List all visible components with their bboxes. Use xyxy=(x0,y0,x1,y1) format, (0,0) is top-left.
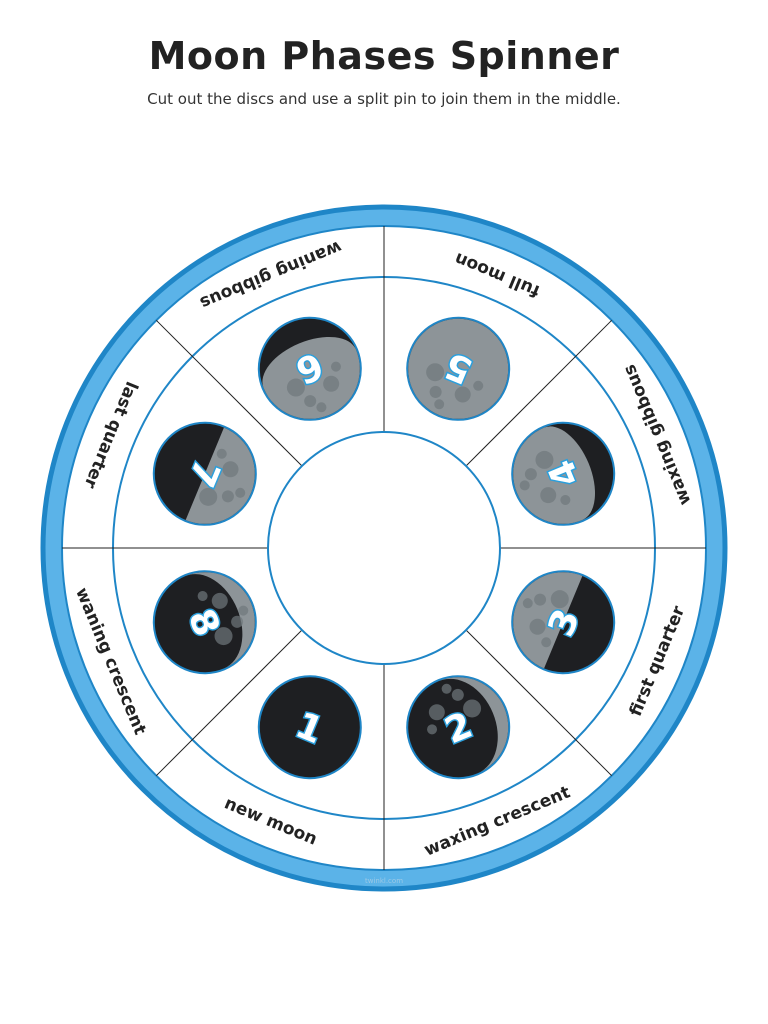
moon-crater xyxy=(540,487,557,504)
moon-crater xyxy=(451,688,464,701)
moon-crater xyxy=(550,590,569,609)
moon-crater xyxy=(286,378,305,397)
moon-crater xyxy=(529,618,546,635)
moon-crater xyxy=(211,592,228,609)
moon-crater xyxy=(231,615,244,628)
moon-lit-area xyxy=(262,336,360,419)
moon-crater xyxy=(473,380,484,391)
moon-crater xyxy=(519,480,530,491)
moon-crater xyxy=(541,637,552,648)
moon-crater xyxy=(441,683,452,694)
moon-crater xyxy=(238,605,249,616)
moon-crater xyxy=(429,385,442,398)
moon-crater xyxy=(214,627,233,646)
moon-disc xyxy=(406,675,511,780)
moon-disc xyxy=(257,675,362,780)
moon-crater xyxy=(235,487,246,498)
moon-crater xyxy=(323,375,340,392)
moon-crater xyxy=(524,468,537,481)
moon-crater xyxy=(316,402,327,413)
moon-lit-area xyxy=(185,572,255,669)
moon-lit-area xyxy=(513,426,596,524)
moon-phase-1: 1 xyxy=(257,675,362,780)
page-subtitle: Cut out the discs and use a split pin to… xyxy=(147,90,621,108)
moon-crater xyxy=(426,363,445,382)
moon-crater xyxy=(534,593,547,606)
moon-crater xyxy=(560,494,571,505)
moon-phase-2: 2 xyxy=(406,675,511,780)
moon-phase-4: 4 xyxy=(511,421,616,526)
moon-crater xyxy=(454,386,471,403)
moon-crater xyxy=(522,598,533,609)
brand-mark: twinkl.com xyxy=(365,877,403,885)
moon-crater xyxy=(216,448,227,459)
moon-crater xyxy=(463,699,482,718)
page-title: Moon Phases Spinner xyxy=(148,34,620,78)
moon-lit-area xyxy=(439,677,509,774)
moon-crater xyxy=(221,490,234,503)
moon-phase-3: 3 xyxy=(511,570,616,675)
moon-crater xyxy=(535,450,554,469)
moon-crater xyxy=(427,724,438,735)
moon-crater xyxy=(222,461,239,478)
moon-phase-7: 7 xyxy=(152,421,257,526)
moon-crater xyxy=(428,704,445,721)
center-circle xyxy=(267,431,501,665)
moon-phase-8: 8 xyxy=(152,570,257,675)
moon-crater xyxy=(199,487,218,506)
moon-phase-6: 6 xyxy=(257,316,362,421)
moon-phase-5: 5 xyxy=(406,316,511,421)
moon-disc xyxy=(152,570,257,675)
moon-crater xyxy=(434,399,445,410)
moon-crater xyxy=(330,361,341,372)
moon-crater xyxy=(197,591,208,602)
moon-crater xyxy=(304,395,317,408)
